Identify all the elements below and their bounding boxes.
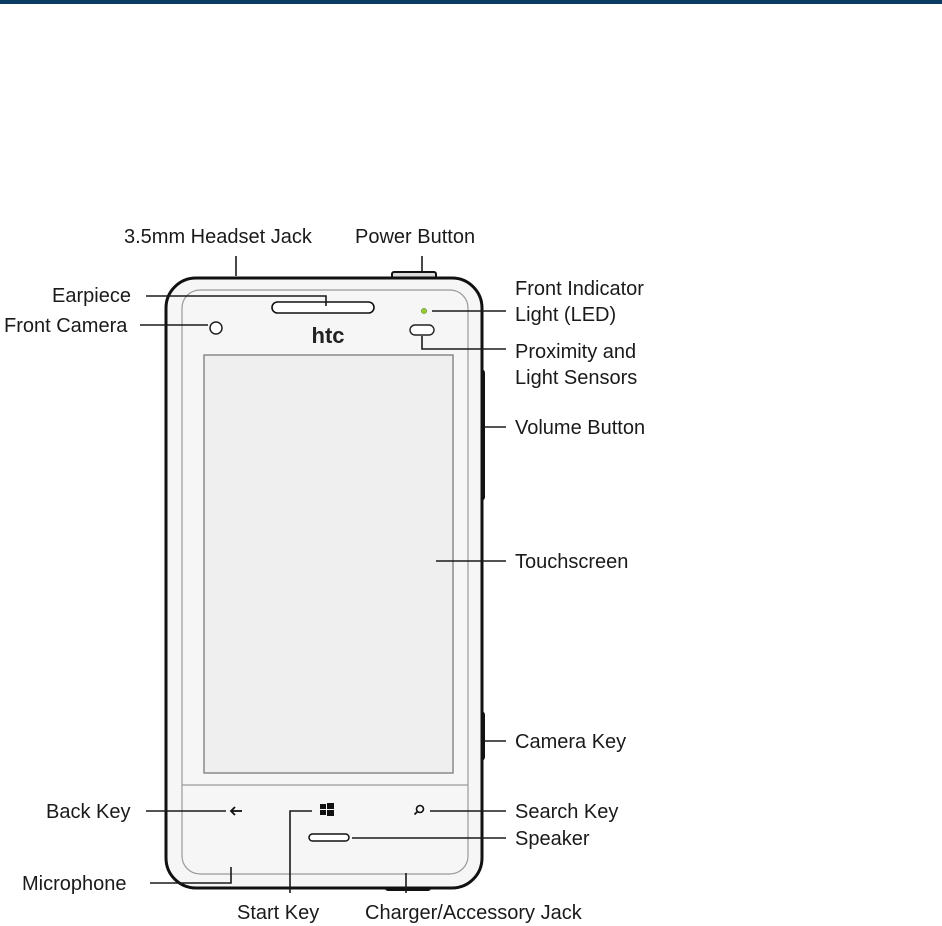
label-speaker: Speaker — [515, 828, 590, 850]
earpiece-grille — [272, 302, 374, 313]
label-back-key: Back Key — [46, 801, 130, 823]
proximity-sensor — [410, 325, 434, 335]
brand-logo: htc — [312, 323, 345, 348]
label-start-key: Start Key — [237, 902, 319, 924]
label-search-key: Search Key — [515, 801, 618, 823]
label-proximity-line2: Light Sensors — [515, 367, 637, 389]
label-headset-jack: 3.5mm Headset Jack — [124, 226, 313, 248]
label-earpiece: Earpiece — [52, 285, 131, 307]
label-camera-key: Camera Key — [515, 731, 626, 753]
front-camera-lens — [210, 322, 222, 334]
label-volume-button: Volume Button — [515, 417, 645, 439]
label-front-camera: Front Camera — [4, 315, 128, 337]
label-indicator-line2: Light (LED) — [515, 304, 616, 326]
label-power-button: Power Button — [355, 226, 475, 248]
label-proximity-line1: Proximity and — [515, 341, 636, 363]
label-touchscreen: Touchscreen — [515, 551, 628, 573]
label-microphone: Microphone — [22, 873, 127, 895]
led-indicator — [422, 309, 427, 314]
speaker-grille — [309, 834, 349, 841]
label-charger-jack: Charger/Accessory Jack — [365, 902, 583, 924]
touchscreen-area — [204, 355, 453, 773]
phone-body: htc — [166, 272, 484, 890]
label-indicator-line1: Front Indicator — [515, 278, 644, 300]
